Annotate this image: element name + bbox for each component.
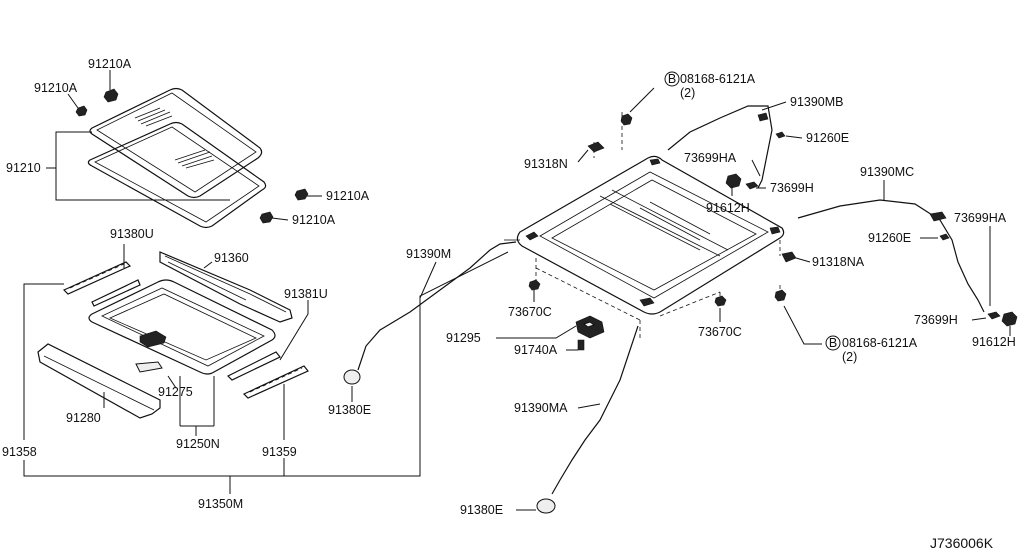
svg-text:B: B [829,336,837,350]
label-quantity: (2) [842,350,857,364]
clip-91210A-right1 [294,188,309,201]
label-91210A: 91210A [88,57,132,71]
label-91381U: 91381U [284,287,328,301]
label-91390M: 91390M [406,247,451,261]
clip-91260E-left [775,131,786,139]
clip-91260E-right [939,233,950,241]
drain-hose-91390M [343,239,520,385]
screw-91740A [577,339,585,351]
grommet-91612H-right [1001,311,1018,327]
label-91318N: 91318N [524,157,568,171]
label-91210A: 91210A [292,213,336,227]
drain-hose-91390MA [536,325,639,514]
leader-lines [23,70,1011,511]
clip-91210A-right2 [259,211,274,224]
motor-91295 [575,315,605,339]
label-73670C: 73670C [698,325,742,339]
label-91612H: 91612H [706,201,750,215]
bracket-91318N [587,141,605,153]
label-91295: 91295 [446,331,481,345]
label-91612H: 91612H [972,335,1016,349]
label-91260E: 91260E [806,131,849,145]
label-08168-6121A: 08168-6121A [842,336,918,350]
sunroof-frame [516,155,785,315]
label-91358: 91358 [2,445,37,459]
sunshade-frame-91250N [88,279,276,375]
guide-91275 [135,361,163,373]
clip-91210A-left [75,105,88,117]
part-labels: 91210A 91210A 91210 91210A 91210A 91380U… [2,57,1016,551]
glass-lid-weatherstrip [87,121,267,229]
label-73670C: 73670C [508,305,552,319]
sunroof-glass-lid [89,87,263,199]
label-91210: 91210 [6,161,41,175]
label-91260E: 91260E [868,231,911,245]
label-91380E: 91380E [460,503,503,517]
diagram-code: J736006K [930,535,994,551]
label-91318NA: 91318NA [812,255,865,269]
bolt-08168-bottom [774,289,787,302]
bolt-symbol-bottom: B [825,335,841,351]
label-91359: 91359 [262,445,297,459]
bolt-symbol-top: B [664,71,680,87]
grommet-91612H-left [725,173,742,189]
label-91360: 91360 [214,251,249,265]
side-rail-91381U [226,351,309,399]
label-91390MC: 91390MC [860,165,914,179]
front-rail-91360 [159,251,293,323]
label-08168-6121A: 08168-6121A [680,72,756,86]
drain-hose-91390MC [797,199,985,313]
label-91250N: 91250N [176,437,220,451]
clip-73699H-left [745,181,759,190]
label-quantity: (2) [680,86,695,100]
label-91210A: 91210A [326,189,370,203]
label-91280: 91280 [66,411,101,425]
bolt-08168-top [620,113,633,126]
drain-hose-91390MB [667,105,773,189]
clip-73699H-right [987,311,1001,320]
label-91210A: 91210A [34,81,78,95]
nut-73670C-right [714,295,727,307]
label-73699H: 73699H [770,181,814,195]
glass-reflection-marks [134,107,215,169]
label-91350M: 91350M [198,497,243,511]
label-73699H: 73699H [914,313,958,327]
label-91380U: 91380U [110,227,154,241]
label-73699HA: 73699HA [954,211,1007,225]
clip-91210A-top [103,88,119,103]
label-73699HA: 73699HA [684,151,737,165]
side-rail-91380U [62,261,141,307]
label-91740A: 91740A [514,343,558,357]
label-91380E: 91380E [328,403,371,417]
bracket-91318NA [781,251,797,263]
label-91275: 91275 [158,385,193,399]
label-91390MB: 91390MB [790,95,844,109]
sunshade-panel-91280 [37,343,161,419]
nut-73670C-left [528,279,541,291]
svg-text:B: B [668,72,676,86]
label-91390MA: 91390MA [514,401,568,415]
